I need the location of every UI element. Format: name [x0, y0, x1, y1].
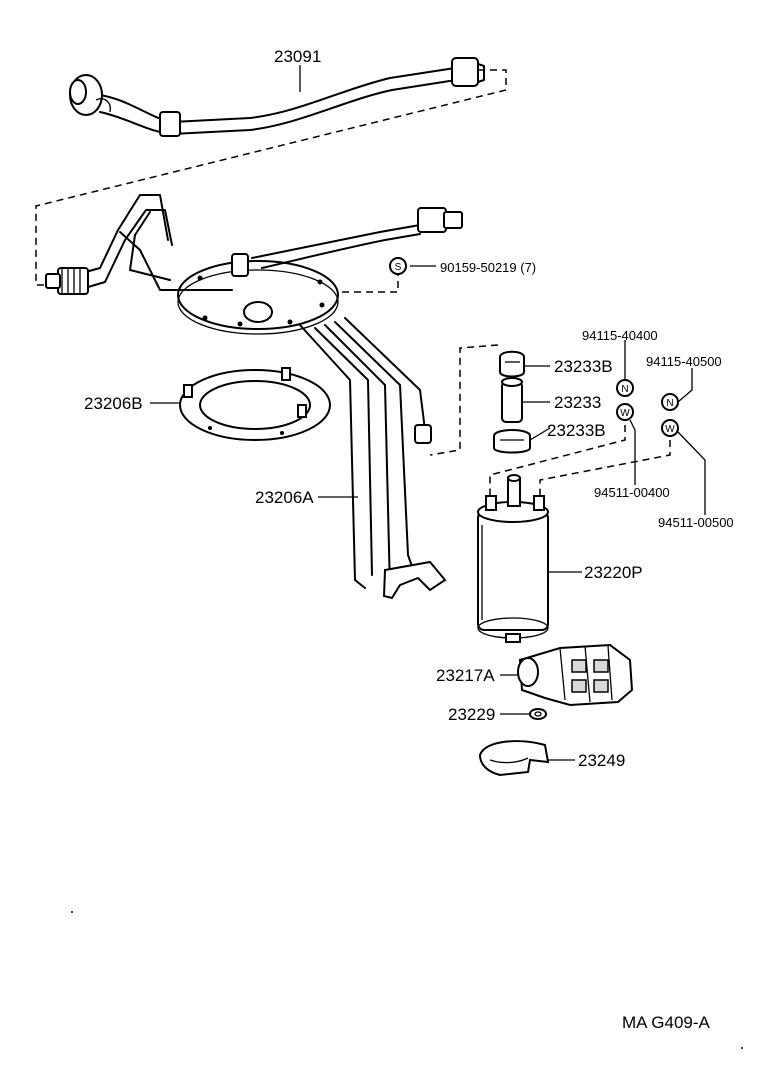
label-23233: 23233 [554, 393, 601, 412]
gasket-23206B [179, 367, 331, 441]
screw-symbol-90159: S [389, 257, 407, 275]
label-94511-00500: 94511-00500 [658, 515, 734, 530]
nut-symbol: N [666, 398, 673, 409]
hose-23233 [501, 377, 523, 423]
label-23206A: 23206A [255, 488, 314, 507]
hose-clamp-23233B-bottom [493, 429, 531, 454]
label-23091: 23091 [274, 47, 321, 66]
label-94115-40500: 94115-40500 [646, 354, 722, 369]
washer-symbol: W [665, 424, 675, 435]
washer-symbol: W [620, 408, 630, 419]
diagram-code: MA G409-A [622, 1013, 711, 1032]
label-23229: 23229 [448, 705, 495, 724]
hose-clamp-23233B-top [499, 350, 525, 378]
scan-speck [741, 1047, 743, 1049]
label-23233B-top: 23233B [554, 357, 613, 376]
nut-94115-40500: N [661, 393, 679, 411]
label-94511-00400: 94511-00400 [594, 485, 670, 500]
dashed-leader-lines [35, 69, 671, 495]
label-23220P: 23220P [584, 563, 643, 582]
filter-23217A [517, 643, 634, 707]
label-23233B-bottom: 23233B [547, 421, 606, 440]
scan-speck [71, 911, 73, 913]
label-94115-40400: 94115-40400 [582, 328, 658, 343]
label-23217A: 23217A [436, 666, 495, 685]
label-23206B: 23206B [84, 394, 143, 413]
nut-symbol: N [621, 384, 628, 395]
fuel-pump-23220P [477, 474, 549, 643]
washer-94511-00500: W [661, 419, 679, 437]
screw-symbol: S [395, 262, 402, 273]
fuel-pipe-23091 [69, 57, 485, 137]
label-23249: 23249 [578, 751, 625, 770]
label-90159-50219: 90159-50219 (7) [440, 260, 536, 275]
pump-bracket-23206A [45, 194, 463, 600]
washer-94511-00400: W [616, 403, 634, 421]
nut-94115-40400: N [616, 379, 634, 397]
washer-23229 [529, 708, 547, 720]
leader-lines [150, 65, 706, 761]
cushion-23249 [478, 740, 550, 777]
